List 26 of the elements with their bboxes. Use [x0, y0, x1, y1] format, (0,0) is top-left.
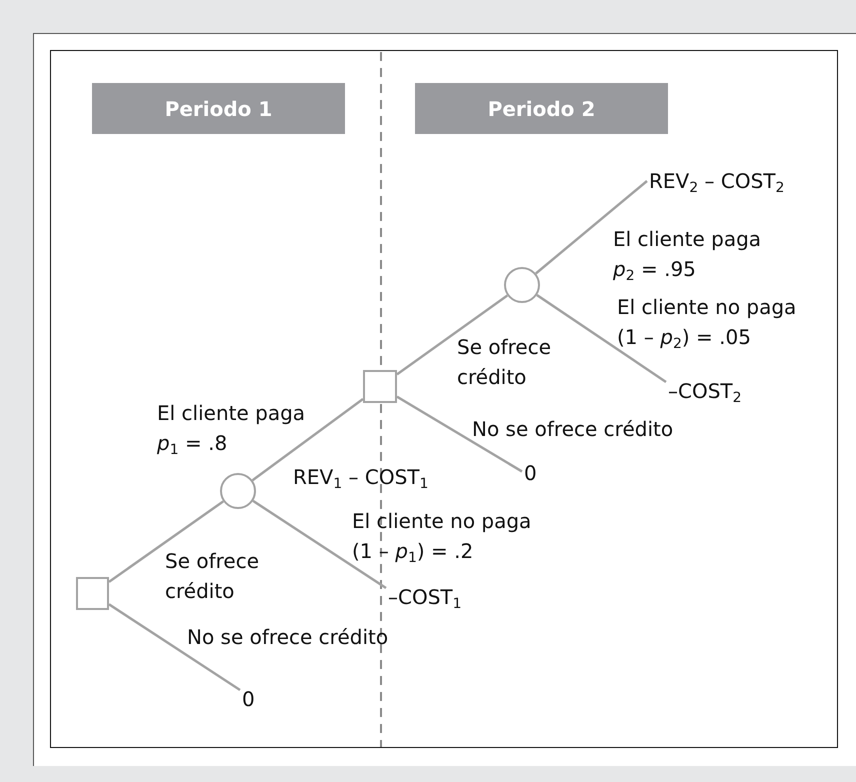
branch-label: Se ofrece crédito	[457, 334, 552, 391]
period-header: Periodo 2	[415, 83, 668, 134]
branch-label: Se ofrece crédito	[165, 548, 260, 605]
decision-node-square	[76, 577, 109, 610]
tree-branch-line	[396, 294, 508, 376]
branch-label: El cliente no paga (1 – p$_{2}$) = .05	[617, 294, 798, 352]
payoff-text: REV$_{2}$ – COST$_{2}$	[649, 166, 784, 196]
branch-label: El cliente paga p$_{1}$ = .8	[157, 400, 306, 458]
payoff-text: –COST$_{2}$	[668, 376, 742, 406]
payoff-text: 0	[242, 684, 255, 714]
payoff-text: REV$_{1}$ – COST$_{1}$	[293, 464, 428, 492]
payoff-text: 0	[524, 458, 537, 488]
tree-branch-line	[396, 396, 523, 473]
tree-branch-line	[108, 603, 241, 692]
branch-label: No se ofrece crédito	[472, 416, 674, 443]
tree-branch-line	[252, 500, 387, 590]
tree-branch-line	[535, 180, 648, 274]
payoff-text: –COST$_{1}$	[388, 582, 462, 612]
decision-node-square	[363, 370, 397, 403]
tree-branch-line	[108, 500, 224, 583]
branch-label: El cliente paga p$_{2}$ = .95	[613, 226, 762, 284]
tree-branch-line	[536, 294, 667, 384]
branch-label: No se ofrece crédito	[187, 624, 390, 651]
period-header: Periodo 1	[92, 83, 345, 134]
branch-label: El cliente no paga (1 – p$_{1}$) = .2	[352, 508, 532, 566]
tree-branch-line	[252, 398, 364, 482]
